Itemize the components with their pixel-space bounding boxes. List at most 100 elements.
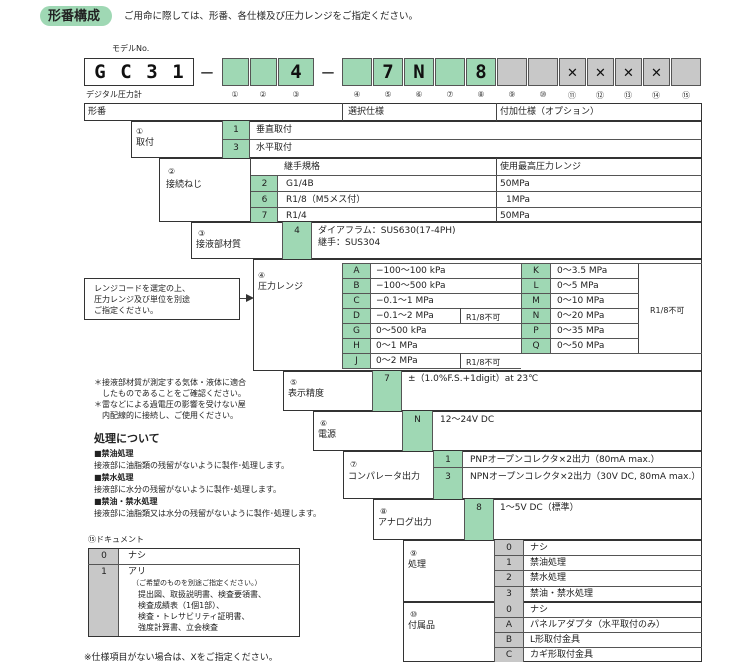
- range-code-d: D: [353, 311, 360, 321]
- process-label-3: 禁油・禁水処理: [530, 589, 594, 599]
- cell-13: [615, 58, 642, 86]
- comparator-label-3: NPNオープンコレクタ×2出力（30V DC, 80mA max.）: [470, 472, 701, 482]
- treatment-d3: 接液部に油脂類又は水分の残留がないように製作･処理します。: [94, 509, 322, 518]
- process-label-1: 禁油処理: [530, 558, 567, 568]
- pos-4: ④: [353, 90, 361, 99]
- process-code-1: 1: [506, 558, 512, 568]
- note-left-4: 内配線的に接続し、ご使用ください。: [94, 411, 238, 420]
- pos-9: ⑨: [508, 90, 516, 99]
- range-code-p: P: [533, 326, 539, 336]
- wetted-section: [191, 222, 702, 259]
- wetted-code: 4: [294, 226, 300, 236]
- document-table: [88, 548, 300, 637]
- document-code-col: [89, 549, 119, 636]
- range-code-q: Q: [532, 341, 540, 351]
- range-code-g: G: [353, 326, 360, 336]
- range-note-3: ご指定ください。: [94, 306, 158, 315]
- thread-spec-6: R1/8（M5メス付）: [286, 195, 366, 205]
- pos-12: ⑫: [596, 91, 604, 100]
- power-section: [313, 411, 702, 451]
- analog-label: 1〜5V DC（標準）: [500, 503, 579, 513]
- comparator-num: ⑦: [350, 460, 358, 469]
- process-code-col: [494, 540, 524, 602]
- cell-12: [587, 58, 614, 86]
- power-num: ⑥: [320, 419, 328, 428]
- pos-15: ⑮: [682, 91, 690, 100]
- section-title-badge: [40, 6, 112, 26]
- range-label-a: −100〜100 kPa: [376, 266, 446, 276]
- mount-num: ①: [136, 127, 144, 136]
- document-label-1: アリ: [128, 567, 147, 577]
- power-code-col: [402, 411, 433, 451]
- power-label: 12〜24V DC: [440, 415, 495, 425]
- range-note-1: レンジコードを選定の上、: [94, 284, 190, 293]
- range-arrow-line: [240, 298, 248, 299]
- analog-section: [373, 499, 702, 540]
- cell-3-value: 4: [290, 61, 302, 83]
- pos-14: ⑭: [652, 91, 660, 100]
- wetted-line-2: 継手：SUS304: [318, 238, 381, 248]
- col-select: 選択仕様: [348, 107, 385, 117]
- thread-h2: 使用最高圧力レンジ: [500, 162, 582, 172]
- pos-10: ⑩: [539, 90, 547, 99]
- range-label-p: 0〜35 MPa: [557, 326, 605, 336]
- power-code: N: [414, 415, 421, 425]
- thread-code-2: 2: [261, 179, 268, 189]
- range-label-h: 0〜1 MPa: [376, 341, 418, 351]
- thread-spec-7: R1/4: [286, 211, 307, 221]
- comparator-code-1: 1: [445, 455, 451, 465]
- thread-section: [159, 158, 702, 222]
- accessory-name: 付属品: [408, 621, 436, 631]
- range-right-note: R1/8不可: [650, 306, 685, 315]
- cell-7: [435, 58, 465, 86]
- range-code-n: N: [532, 311, 540, 321]
- range-label-g: 0〜500 kPa: [376, 326, 427, 336]
- process-label-0: ナシ: [530, 543, 549, 553]
- document-sub-4: 強度計算書、立会検査: [138, 623, 218, 632]
- accessory-num: ⑩: [410, 610, 418, 619]
- accessory-label-b: L形取付金具: [530, 635, 581, 645]
- model-char-g: G: [94, 61, 106, 83]
- pos-11: ⑪: [568, 91, 576, 100]
- mount-label-1: 垂直取付: [256, 125, 293, 135]
- cell-14-x: ✕: [651, 62, 662, 81]
- pos-1: ①: [231, 90, 239, 99]
- comparator-label-1: PNPオープンコレクタ×2出力（80mA max.）: [470, 455, 660, 465]
- process-section: [403, 540, 702, 602]
- range-code-c: C: [353, 296, 360, 306]
- document-label-0: ナシ: [128, 551, 147, 561]
- pos-8: ⑧: [477, 90, 485, 99]
- document-sub-2: 検査成績表（1個1部）、: [138, 601, 225, 610]
- wetted-code-col: [282, 222, 312, 259]
- cell-8-value: 8: [475, 61, 487, 83]
- range-label-c: −0.1〜1 MPa: [376, 296, 434, 306]
- cell-8: [466, 58, 496, 86]
- note-left-1: ＊接液部材質が測定する気体・液体に適合: [94, 378, 246, 387]
- document-title: ⑮ドキュメント: [88, 535, 144, 544]
- accessory-label-0: ナシ: [530, 605, 549, 615]
- process-code-2: 2: [506, 573, 512, 583]
- analog-num: ⑧: [380, 507, 388, 516]
- document-code-1: 1: [101, 567, 107, 577]
- cell-13-x: ✕: [623, 62, 634, 81]
- thread-num: ②: [168, 167, 176, 176]
- cell-5: [373, 58, 403, 86]
- cell-15: [671, 58, 701, 86]
- treatment-d2: 接液部に水分の残留がないように製作･処理します。: [94, 485, 282, 494]
- cell-2: [250, 58, 277, 86]
- intro-text: ご用命に際しては、形番、各仕様及び圧力レンジをご指定ください。: [124, 11, 419, 22]
- cell-9: [497, 58, 527, 86]
- range-code-k: K: [533, 266, 539, 276]
- range-arrow-head: [246, 294, 254, 302]
- treatment-title: 処理について: [94, 432, 160, 445]
- cell-11-x: ✕: [567, 62, 578, 81]
- cell-10: [528, 58, 558, 86]
- thread-name: 接続ねじ: [166, 180, 203, 190]
- dash-2: —: [322, 61, 334, 83]
- note-left-2: したものであることをご確認ください。: [94, 389, 246, 398]
- range-label-m: 0〜10 MPa: [557, 296, 605, 306]
- cell-6: [404, 58, 434, 86]
- model-char-3: 3: [146, 61, 158, 83]
- treatment-h3: ■禁油・禁水処理: [94, 497, 158, 506]
- range-label-j: 0〜2 MPa: [376, 356, 418, 366]
